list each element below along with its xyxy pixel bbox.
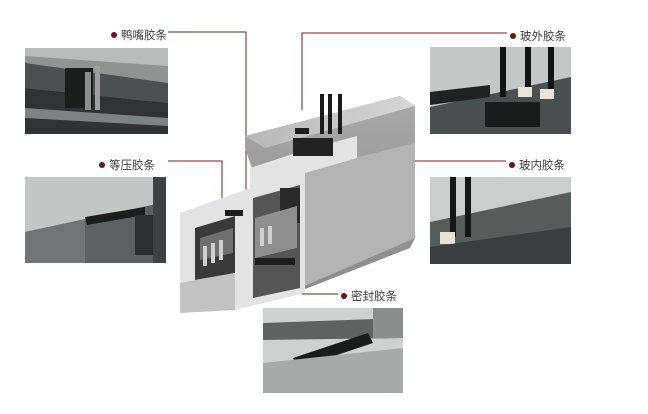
callout-label: 密封胶条 [351,289,397,303]
callout-label: 玻内胶条 [519,158,565,172]
callout-dot [510,33,516,39]
callout-dot [509,162,515,168]
inset-photo-inner-glass-strip [430,177,571,264]
callout-dot [341,293,347,299]
callout-duck-strip: 鸭嘴胶条 [111,27,167,43]
inset-photo-seal-strip [263,308,403,393]
callout-label: 鸭嘴胶条 [121,28,167,42]
inset-photo-duck-strip [25,48,168,134]
inset-photo-outer-glass-strip [430,47,571,134]
inset-photo-equal-pressure-strip [25,177,166,263]
window-profile-illustration [180,94,415,313]
callout-label: 等压胶条 [109,158,155,172]
callout-dot [111,32,117,38]
callout-dot [99,162,105,168]
callout-inner-glass-strip: 玻内胶条 [509,157,565,173]
callout-outer-glass-strip: 玻外胶条 [510,28,566,44]
callout-seal-strip: 密封胶条 [341,288,397,304]
callout-equal-pressure-strip: 等压胶条 [99,157,155,173]
callout-label: 玻外胶条 [520,29,566,43]
